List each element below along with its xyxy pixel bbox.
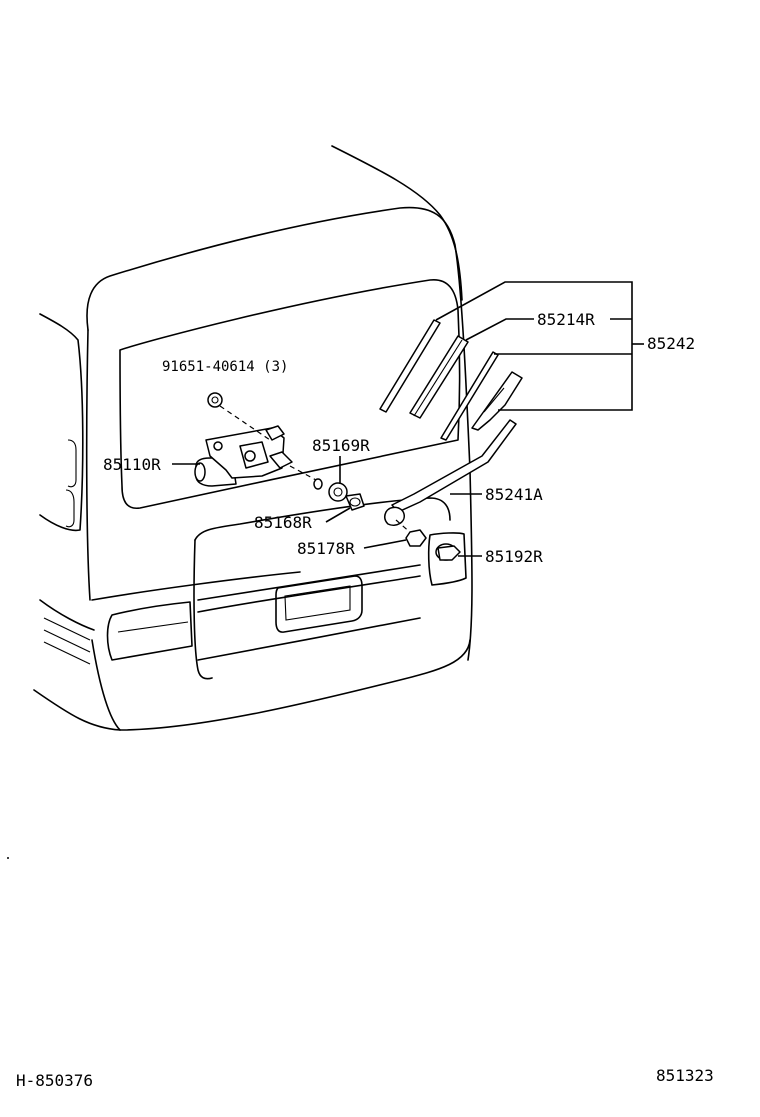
label-85168r: 85168R	[254, 513, 312, 532]
bolt-91651	[207, 392, 271, 441]
wiper-motor-85110r	[194, 425, 293, 487]
drawing-code-left: H-850376	[16, 1071, 93, 1090]
wiper-arm-85241a	[383, 419, 517, 526]
part-labels: 85214R 85242 91651-40614 (3) 85169R 8511…	[103, 310, 695, 566]
nut-85178r	[395, 519, 427, 547]
cap-85192r	[435, 543, 461, 561]
wiper-blade-85214r	[379, 319, 523, 441]
label-85110r: 85110R	[103, 455, 161, 474]
leader-lines	[172, 281, 644, 557]
label-85192r: 85192R	[485, 547, 543, 566]
label-85169r: 85169R	[312, 436, 370, 455]
drawing-code-right: 851323	[656, 1066, 714, 1085]
label-85241a: 85241A	[485, 485, 543, 504]
grommet-85168r	[345, 493, 365, 511]
label-85242: 85242	[647, 334, 695, 353]
label-85178r: 85178R	[297, 539, 355, 558]
speck	[7, 857, 9, 859]
label-85214r: 85214R	[537, 310, 595, 329]
label-91651-40614: 91651-40614 (3)	[162, 359, 288, 375]
vehicle-body	[33, 145, 473, 731]
seal-85169r	[289, 465, 348, 502]
